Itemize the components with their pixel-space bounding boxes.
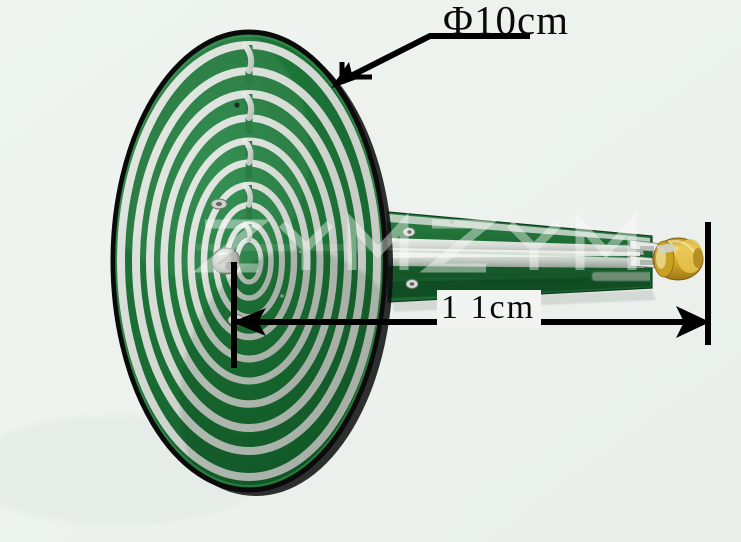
- disc-speck-a: [280, 294, 284, 298]
- length-label: 1 1cm: [437, 290, 542, 328]
- balun-slot: [390, 248, 640, 258]
- disc-rim-highlight: [115, 35, 383, 487]
- diameter-arrowhead: [332, 62, 360, 88]
- length-left-arrowhead: [232, 308, 266, 336]
- diameter-label: Φ10cm: [443, 0, 570, 43]
- balun-silkscreen: [592, 272, 650, 281]
- length-right-arrowhead: [676, 306, 710, 338]
- disc-speck-b: [298, 250, 302, 254]
- diameter-leader-line: [339, 33, 530, 84]
- balun-assembly: [387, 211, 704, 312]
- diameter-annotation: [332, 33, 530, 88]
- sma-connector: [652, 237, 704, 281]
- disc-rim: [110, 29, 388, 493]
- balun-edge-strip-top: [388, 214, 650, 242]
- balun-detail: [388, 214, 650, 298]
- disc-pad-top: [234, 102, 240, 108]
